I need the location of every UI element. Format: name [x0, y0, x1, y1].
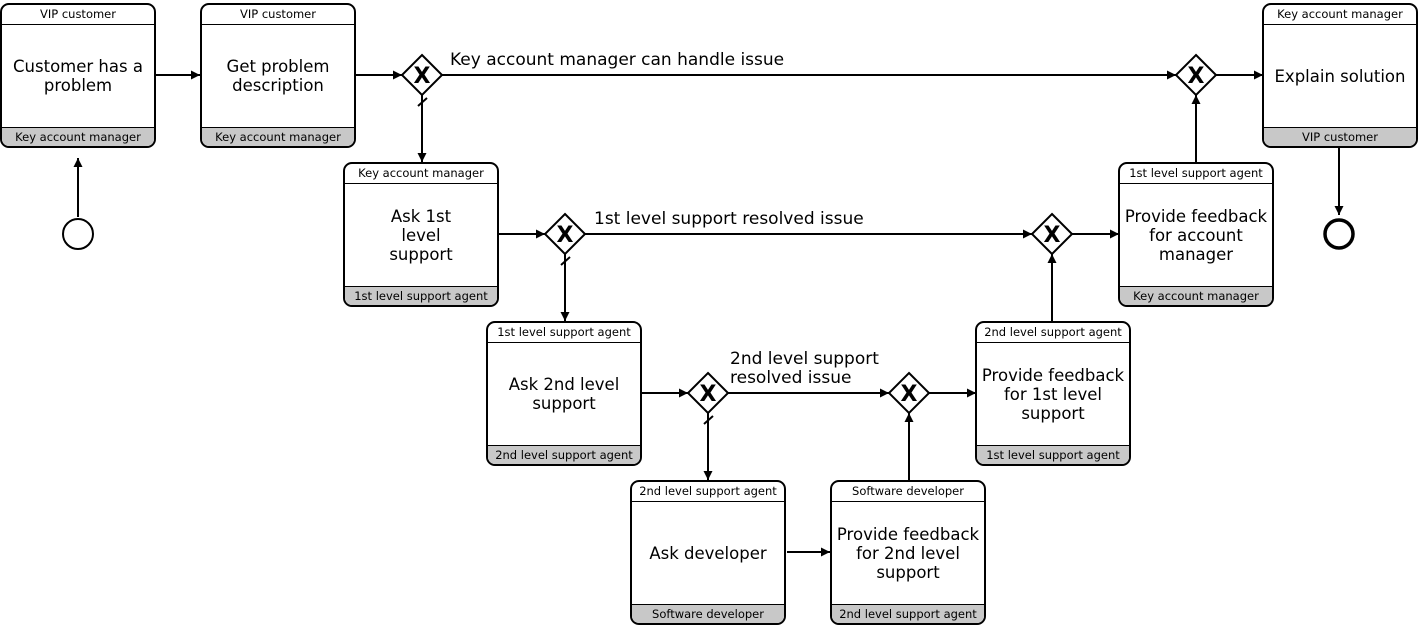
exclusive-gateway[interactable]: X	[887, 371, 931, 415]
task-label: Ask 1st level support	[389, 206, 453, 264]
task-provide-feedback-for-2nd-level-support[interactable]: Software developer Provide feedback for …	[830, 480, 986, 625]
flow-label-kam-can-handle: Key account manager can handle issue	[450, 50, 785, 70]
flow-label-2nd-resolved-line1: 2nd level support	[730, 349, 879, 369]
gateway-diamond	[543, 212, 587, 256]
end-event	[1323, 218, 1355, 250]
task-label: Explain solution	[1274, 66, 1406, 86]
task-performer-label: VIP customer	[1264, 127, 1416, 146]
exclusive-gateway[interactable]: X	[686, 371, 730, 415]
task-provide-feedback-for-account-manager[interactable]: 1st level support agent Provide feedback…	[1118, 162, 1274, 307]
default-flow-mark	[703, 415, 714, 425]
task-performer-label: Key account manager	[2, 127, 154, 146]
task-ask-1st-level-support[interactable]: Key account manager Ask 1st level suppor…	[343, 162, 499, 307]
default-flow-mark	[417, 97, 428, 107]
task-label: Provide feedback for 2nd level support	[836, 524, 980, 582]
exclusive-gateway[interactable]: X	[1030, 212, 1074, 256]
task-ask-developer[interactable]: 2nd level support agent Ask developer So…	[630, 480, 786, 625]
start-event	[62, 218, 94, 250]
gateway-x-icon: X	[414, 64, 431, 89]
exclusive-gateway[interactable]: X	[1174, 53, 1218, 97]
task-label: Provide feedback for 1st level support	[981, 365, 1125, 423]
gateway-diamond	[887, 371, 931, 415]
task-performer-label: Key account manager	[202, 127, 354, 146]
exclusive-gateway[interactable]: X	[400, 53, 444, 97]
task-performer-label: Software developer	[632, 604, 784, 623]
task-lane-label: 1st level support agent	[488, 323, 640, 343]
task-ask-2nd-level-support[interactable]: 1st level support agent Ask 2nd level su…	[486, 321, 642, 466]
task-performer-label: 1st level support agent	[977, 445, 1129, 464]
task-get-problem-description[interactable]: VIP customer Get problem description Key…	[200, 3, 356, 148]
gateway-diamond	[686, 371, 730, 415]
task-label: Ask developer	[649, 543, 767, 563]
task-customer-has-a-problem[interactable]: VIP customer Customer has a problem Key …	[0, 3, 156, 148]
task-explain-solution[interactable]: Key account manager Explain solution VIP…	[1262, 3, 1418, 148]
task-label: Provide feedback for account manager	[1124, 206, 1268, 264]
task-lane-label: Key account manager	[345, 164, 497, 184]
task-performer-label: 2nd level support agent	[832, 604, 984, 623]
task-performer-label: Key account manager	[1120, 286, 1272, 305]
task-label: Customer has a problem	[13, 57, 143, 95]
gateway-x-icon: X	[901, 382, 918, 407]
gateway-diamond	[1030, 212, 1074, 256]
task-lane-label: Software developer	[832, 482, 984, 502]
task-provide-feedback-for-1st-level-support[interactable]: 2nd level support agent Provide feedback…	[975, 321, 1131, 466]
gateway-x-icon: X	[1044, 223, 1061, 248]
gateway-x-icon: X	[700, 382, 717, 407]
task-lane-label: VIP customer	[202, 5, 354, 25]
task-lane-label: 1st level support agent	[1120, 164, 1272, 184]
gateway-diamond	[1174, 53, 1218, 97]
task-lane-label: 2nd level support agent	[977, 323, 1129, 343]
flow-label-2nd-resolved-line2: resolved issue	[730, 368, 852, 388]
task-label: Get problem description	[226, 57, 330, 95]
task-lane-label: VIP customer	[2, 5, 154, 25]
task-lane-label: Key account manager	[1264, 5, 1416, 25]
gateway-diamond	[400, 53, 444, 97]
gateway-x-icon: X	[557, 223, 574, 248]
flow-label-1st-resolved: 1st level support resolved issue	[594, 209, 864, 229]
task-lane-label: 2nd level support agent	[632, 482, 784, 502]
task-label: Ask 2nd level support	[508, 375, 620, 413]
exclusive-gateway[interactable]: X	[543, 212, 587, 256]
task-performer-label: 1st level support agent	[345, 286, 497, 305]
gateway-x-icon: X	[1188, 64, 1205, 89]
task-performer-label: 2nd level support agent	[488, 445, 640, 464]
default-flow-mark	[560, 256, 571, 266]
